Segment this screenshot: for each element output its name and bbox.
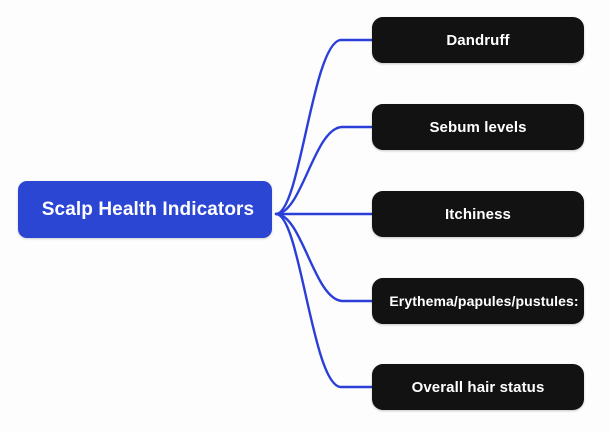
branch-node-label: Overall hair status xyxy=(411,378,545,396)
branch-node-overall-hair-status[interactable]: Overall hair status xyxy=(372,364,584,410)
branch-node-sebum-levels[interactable]: Sebum levels xyxy=(372,104,584,150)
connector-to-dandruff xyxy=(274,38,374,216)
root-node-label: Scalp Health Indicators xyxy=(41,198,255,220)
branch-node-itchiness[interactable]: Itchiness xyxy=(372,191,584,237)
connector-to-erythema xyxy=(274,212,374,303)
root-node-scalp-health-indicators[interactable]: Scalp Health Indicators xyxy=(18,181,272,238)
branch-node-erythema-papules-pustules[interactable]: Erythema/papules/pustules: xyxy=(372,278,584,324)
branch-node-dandruff[interactable]: Dandruff xyxy=(372,17,584,63)
connector-to-sebum-levels xyxy=(274,125,374,216)
branch-node-label: Sebum levels xyxy=(429,118,527,136)
branch-node-label: Itchiness xyxy=(445,205,511,223)
connector-to-overall-hair-status xyxy=(274,212,374,389)
branch-node-label: Erythema/papules/pustules: xyxy=(389,293,579,309)
branch-node-label: Dandruff xyxy=(446,31,510,49)
